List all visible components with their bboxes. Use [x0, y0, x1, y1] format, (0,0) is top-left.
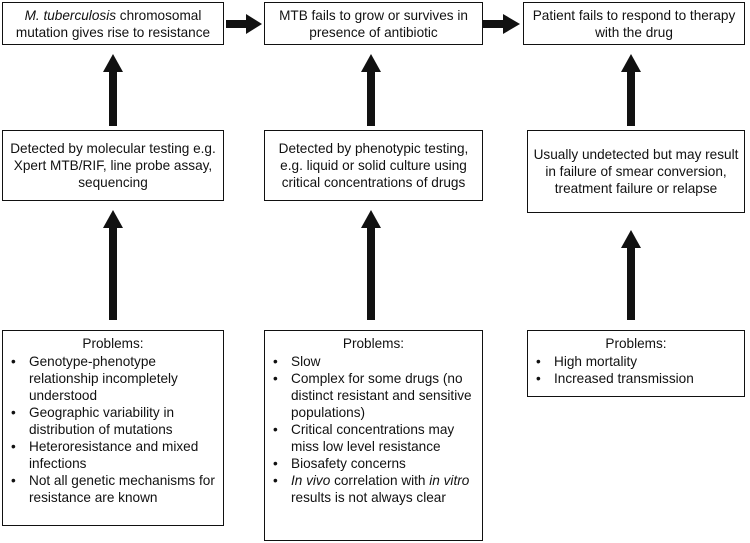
list-item: Genotype-phenotype relationship incomple… [9, 353, 217, 404]
problems-list: Genotype-phenotype relationship incomple… [9, 353, 217, 506]
problems-box-molecular: Problems: Genotype-phenotype relationshi… [2, 330, 224, 526]
list-item: Not all genetic mechanisms for resistanc… [9, 472, 217, 506]
list-item: Increased transmission [534, 370, 738, 387]
phenotypic-testing-text: Detected by phenotypic testing, e.g. liq… [278, 141, 469, 190]
mutation-box: M. tuberculosis chromosomal mutation giv… [2, 2, 224, 45]
undetected-box: Usually undetected but may result in fai… [527, 130, 745, 213]
organism-name: M. tuberculosis [24, 7, 117, 23]
molecular-testing-text: Detected by molecular testing e.g. Xpert… [10, 141, 216, 190]
list-item: Critical concentrations may miss low lev… [271, 421, 476, 455]
mtb-growth-text: MTB fails to grow or survives in presenc… [279, 7, 468, 40]
mtb-growth-box: MTB fails to grow or survives in presenc… [264, 2, 483, 45]
patient-response-box: Patient fails to respond to therapy with… [523, 2, 745, 45]
problems-list: Slow Complex for some drugs (no distinct… [271, 353, 476, 506]
list-item: Slow [271, 353, 476, 370]
problems-list: High mortality Increased transmission [534, 353, 738, 387]
arrow-up-col3-top [621, 54, 641, 126]
problems-title: Problems: [82, 336, 144, 351]
patient-response-text: Patient fails to respond to therapy with… [532, 7, 736, 40]
mutation-rest: chromosomal mutation gives rise to resis… [15, 7, 211, 40]
arrow-right-1 [226, 14, 262, 34]
arrow-up-col2-top [361, 54, 381, 126]
problems-title: Problems: [342, 336, 405, 351]
problems-box-phenotypic: Problems: Slow Complex for some drugs (n… [264, 330, 483, 541]
mutation-text: M. tuberculosis chromosomal mutation giv… [7, 7, 219, 41]
results-text: results is not always clear [291, 490, 446, 505]
list-item: Biosafety concerns [271, 455, 476, 472]
arrow-up-col3-bottom [621, 230, 641, 320]
correlation-text: correlation with [330, 473, 430, 488]
arrow-up-col1-top [103, 54, 123, 126]
in-vivo-text: In vivo [291, 473, 331, 488]
in-vitro-text: in vitro [429, 473, 470, 488]
phenotypic-testing-box: Detected by phenotypic testing, e.g. liq… [264, 130, 483, 201]
problems-box-clinical: Problems: High mortality Increased trans… [527, 330, 745, 397]
undetected-text: Usually undetected but may result in fai… [533, 147, 739, 196]
problems-title: Problems: [605, 336, 667, 351]
list-item: High mortality [534, 353, 738, 370]
arrow-right-2 [483, 14, 520, 34]
molecular-testing-box: Detected by molecular testing e.g. Xpert… [2, 130, 224, 201]
list-item: Geographic variability in distribution o… [9, 404, 217, 438]
list-item: Complex for some drugs (no distinct resi… [271, 370, 476, 421]
arrow-up-col2-bottom [361, 210, 381, 320]
list-item: Heteroresistance and mixed infections [9, 438, 217, 472]
list-item: In vivo correlation with in vitro result… [271, 472, 476, 506]
arrow-up-col1-bottom [103, 210, 123, 320]
